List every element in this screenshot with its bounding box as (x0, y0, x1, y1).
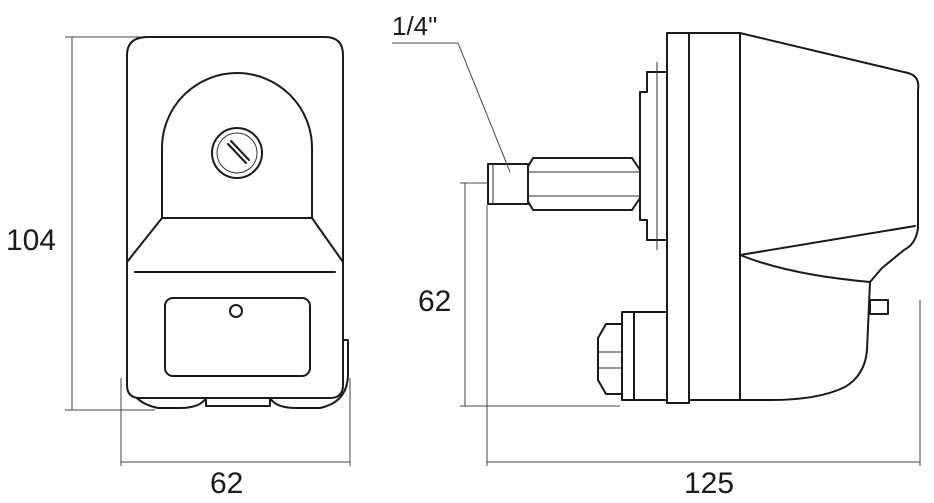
front-dimensions (65, 36, 351, 466)
front-base-tab (205, 397, 271, 407)
side-diaphragm (639, 71, 668, 241)
label-front-width: 62 (210, 467, 243, 500)
side-housing-crease (739, 225, 916, 283)
label-side-height: 62 (418, 285, 451, 318)
side-front-plate (686, 32, 741, 401)
side-housing (739, 32, 920, 401)
front-view (126, 36, 349, 409)
front-shoulder (126, 217, 344, 263)
side-dimensions (392, 42, 921, 466)
side-thread-stub (487, 163, 529, 205)
side-flange (666, 32, 690, 404)
label-side-width: 125 (684, 467, 734, 500)
side-gland-nut (597, 323, 623, 395)
side-pin (869, 299, 889, 315)
side-hex-nut (525, 157, 641, 211)
side-cable-gland (621, 311, 668, 401)
front-cap-arch (161, 72, 313, 219)
label-front-height: 104 (6, 224, 56, 257)
front-indicator-hole (229, 304, 243, 318)
label-thread-size: 1/4" (392, 11, 437, 41)
adjust-screw-inner (216, 132, 258, 174)
thread-leader (392, 42, 511, 173)
adjust-screw (211, 127, 263, 179)
screw-slot (227, 140, 250, 164)
side-view (487, 32, 920, 404)
front-label-window (164, 297, 311, 377)
